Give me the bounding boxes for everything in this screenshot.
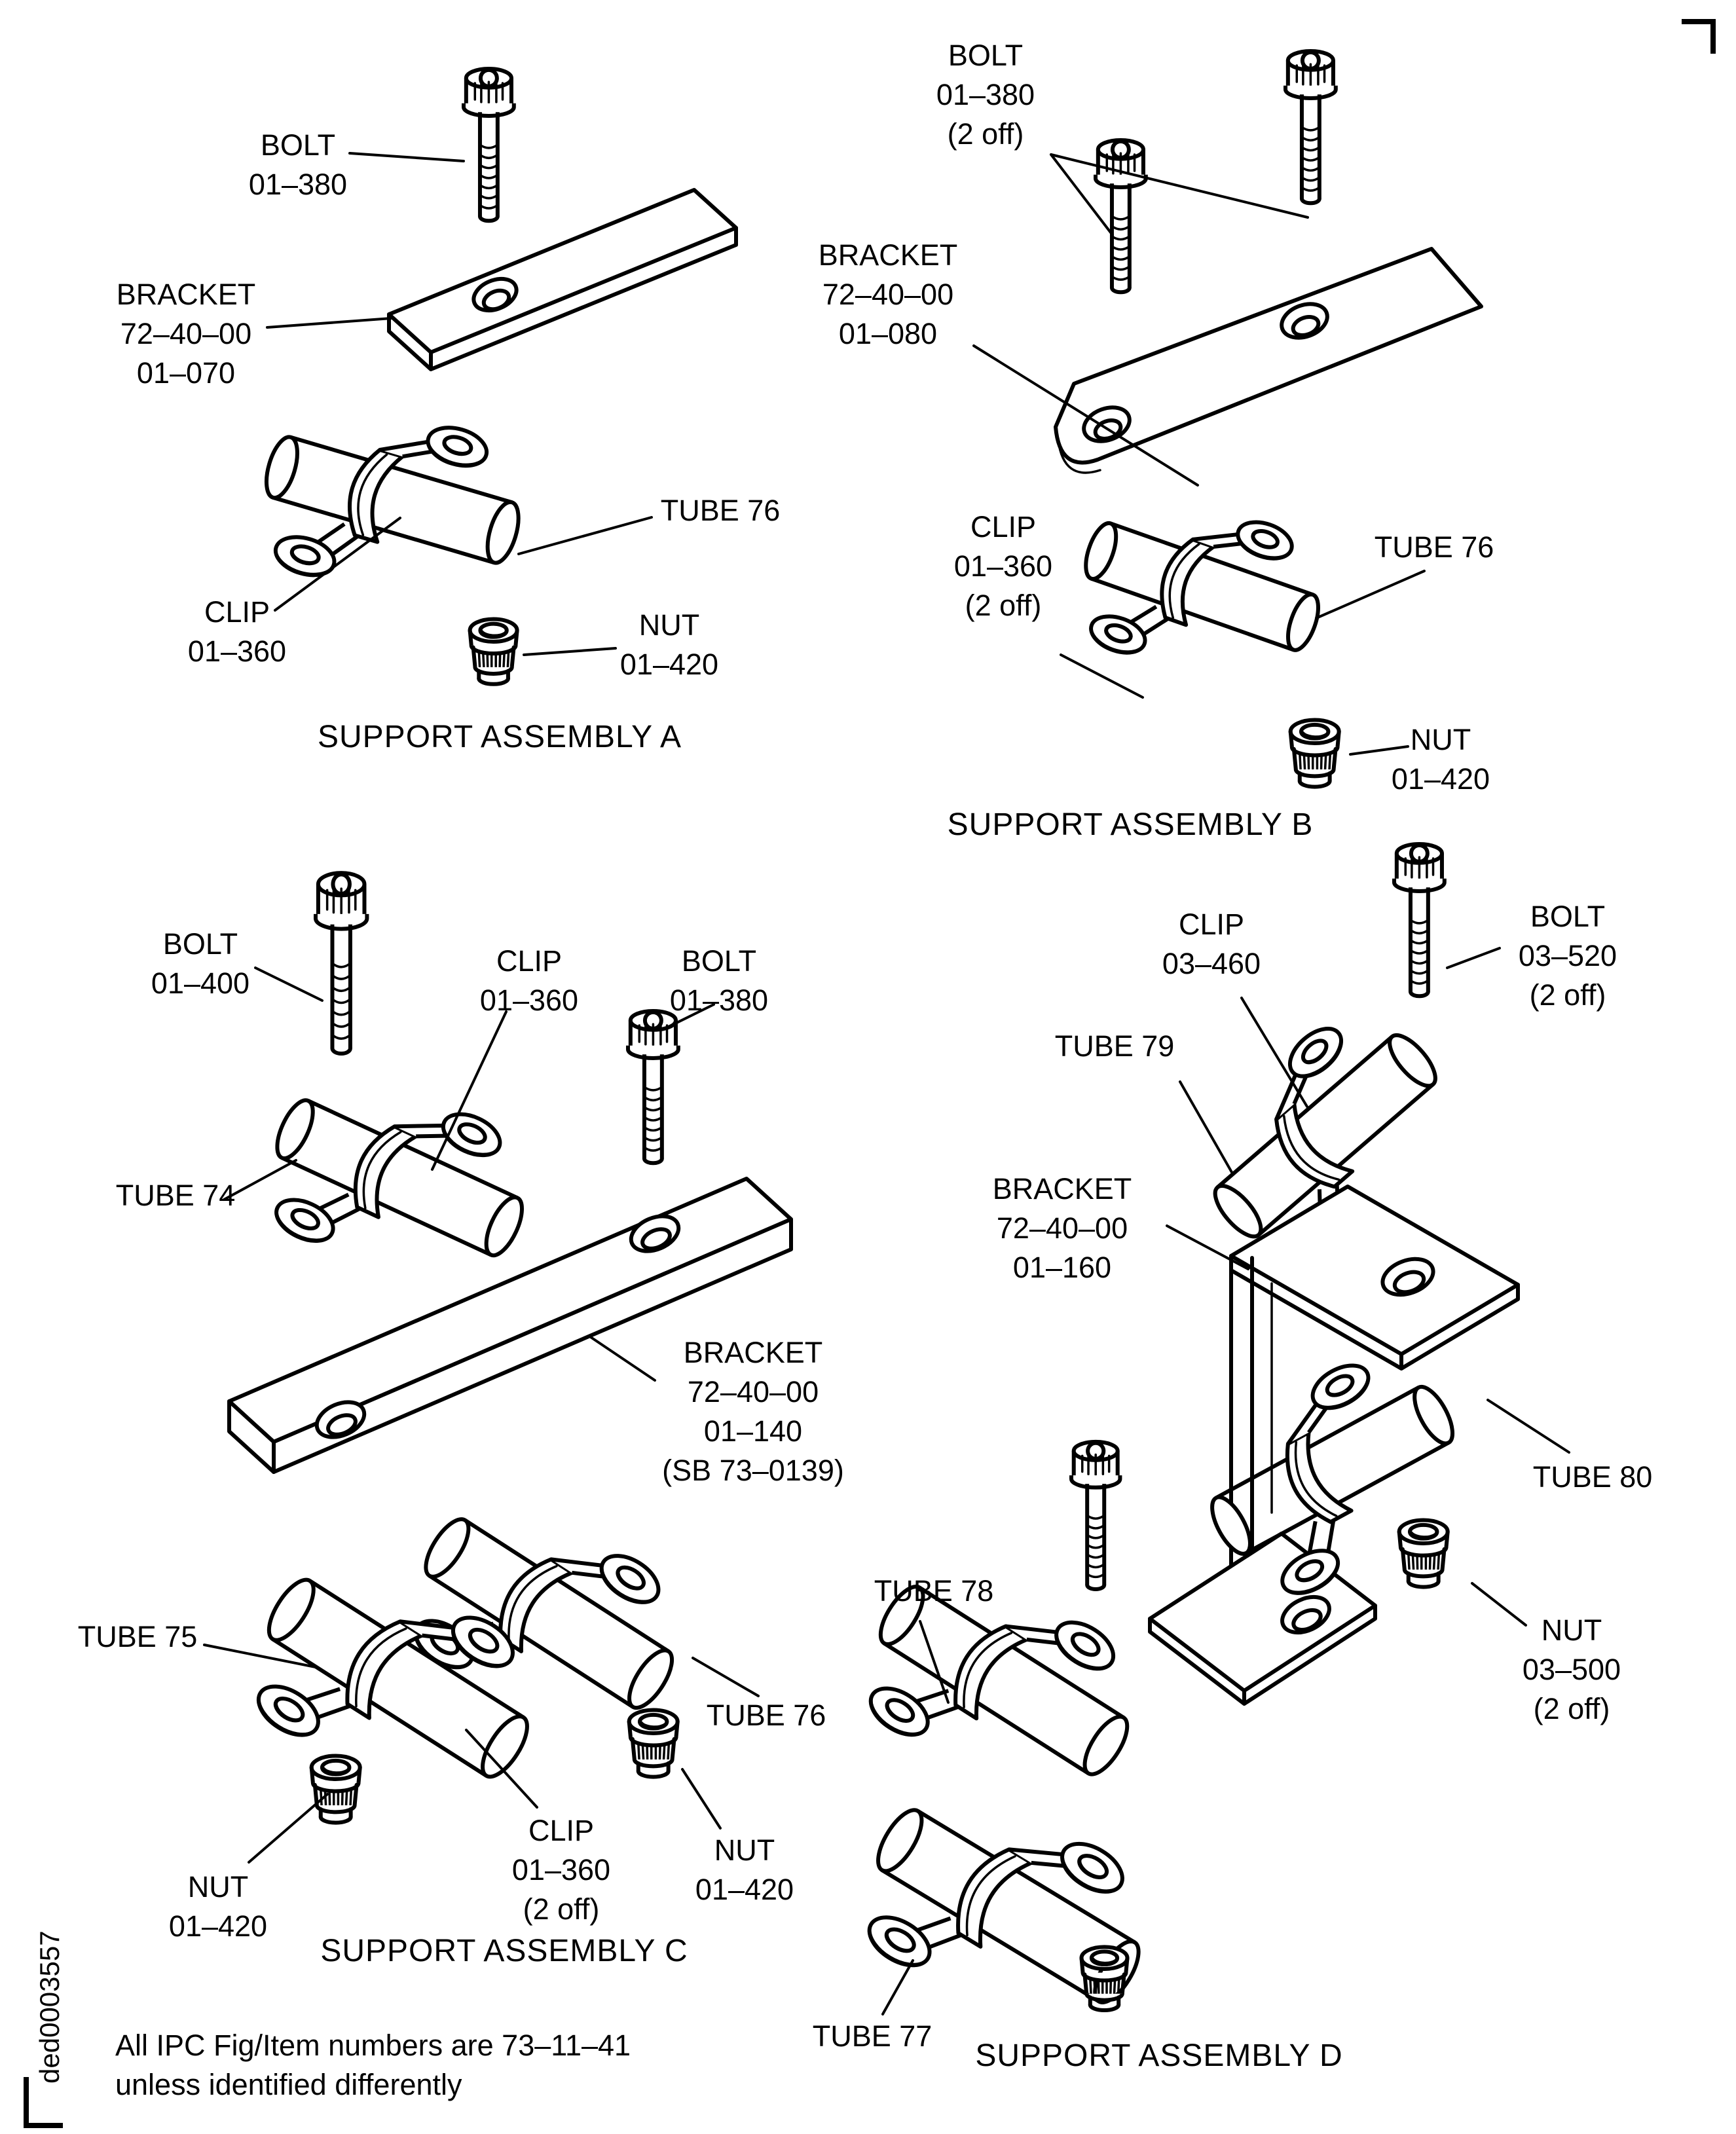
label-tube78-d: TUBE 78 xyxy=(874,1574,994,1608)
tube75-clip-illustration-c xyxy=(222,1522,568,1844)
label-bracket-a: BRACKET 72–40–00 01–070 xyxy=(116,278,256,390)
tube76-clip-illustration-a xyxy=(242,380,540,629)
bracket-illustration-a xyxy=(389,190,736,369)
bolt-illustration-d-left xyxy=(1071,1442,1120,1589)
label-nut-a: NUT 01–420 xyxy=(619,608,719,681)
ipc-footnote: All IPC Fig/Item numbers are 73–11–41 un… xyxy=(115,2029,631,2101)
label-nut-d: NUT 03–500 (2 off) xyxy=(1522,1613,1621,1725)
label-clip-a: CLIP 01–360 xyxy=(187,595,287,668)
label-nut-right-c: NUT 01–420 xyxy=(695,1833,794,1906)
doc-number: ded0003557 xyxy=(34,1930,65,2084)
bolt-illustration-b-right xyxy=(1285,51,1336,203)
label-clip-d: CLIP 03–460 xyxy=(1162,908,1261,980)
bolt-01-400-illustration-c xyxy=(316,873,367,1054)
label-bolt-01-400-c: BOLT 01–400 xyxy=(151,927,250,1000)
label-tube75-c: TUBE 75 xyxy=(77,1620,198,1653)
title-assembly-d: SUPPORT ASSEMBLY D xyxy=(975,2038,1343,2073)
label-tube80-d: TUBE 80 xyxy=(1532,1460,1653,1494)
bolt-illustration-a xyxy=(464,69,514,221)
nut-illustration-c-right xyxy=(629,1710,678,1776)
bracket-illustration-b xyxy=(1056,249,1481,473)
nut-illustration-c-left xyxy=(312,1756,360,1822)
tube74-clip-illustration-c xyxy=(243,1045,553,1319)
label-clip-top-c: CLIP 01–360 xyxy=(479,944,579,1017)
bracket-illustration-c xyxy=(229,1179,791,1472)
label-tube76-c: TUBE 76 xyxy=(706,1699,826,1732)
assembly-c-art xyxy=(204,873,791,1862)
label-tube74-c: TUBE 74 xyxy=(115,1179,236,1212)
label-clip-bottom-c: CLIP 01–360 (2 off) xyxy=(511,1814,611,1926)
title-assembly-c: SUPPORT ASSEMBLY C xyxy=(320,1934,688,1968)
title-assembly-b: SUPPORT ASSEMBLY B xyxy=(947,807,1314,842)
title-assembly-a: SUPPORT ASSEMBLY A xyxy=(317,720,682,754)
bolt-01-380-illustration-c xyxy=(628,1011,678,1163)
label-nut-b: NUT 01–420 xyxy=(1391,723,1490,796)
label-bolt-d: BOLT 03–520 (2 off) xyxy=(1518,900,1617,1012)
label-tube76-b: TUBE 76 xyxy=(1374,530,1494,564)
label-bolt-01-380-c: BOLT 01–380 xyxy=(669,944,769,1017)
label-tube79-d: TUBE 79 xyxy=(1054,1029,1175,1063)
bolt-illustration-d-top xyxy=(1394,844,1445,996)
nut-illustration-a xyxy=(470,619,517,684)
nut-illustration-b xyxy=(1291,720,1339,786)
tube76-clip-illustration-b xyxy=(1060,471,1341,711)
assembly-b-art xyxy=(974,51,1481,787)
label-bracket-c: BRACKET 72–40–00 01–140 (SB 73–0139) xyxy=(662,1336,844,1487)
label-tube77-d: TUBE 77 xyxy=(812,2019,933,2053)
label-tube76-a: TUBE 76 xyxy=(660,494,781,527)
label-bolt-b: BOLT 01–380 (2 off) xyxy=(936,39,1035,151)
bottom-left-corner-mark xyxy=(26,2077,63,2125)
label-clip-b: CLIP 01–360 (2 off) xyxy=(953,510,1053,622)
label-nut-left-c: NUT 01–420 xyxy=(168,1870,268,1943)
label-bolt-a: BOLT 01–380 xyxy=(248,128,348,201)
label-bracket-d: BRACKET 72–40–00 01–160 xyxy=(992,1172,1132,1284)
assembly-a-art xyxy=(242,69,736,684)
bracket-illustration-d xyxy=(1150,1187,1518,1704)
nut-illustration-d xyxy=(1399,1520,1448,1587)
top-right-corner-mark xyxy=(1682,22,1713,54)
assembly-d-art xyxy=(833,844,1569,2070)
label-bracket-b: BRACKET 72–40–00 01–080 xyxy=(818,238,958,350)
bolt-illustration-b-left xyxy=(1096,140,1146,292)
nut-illustration-d-tube77 xyxy=(1082,1947,1128,2010)
